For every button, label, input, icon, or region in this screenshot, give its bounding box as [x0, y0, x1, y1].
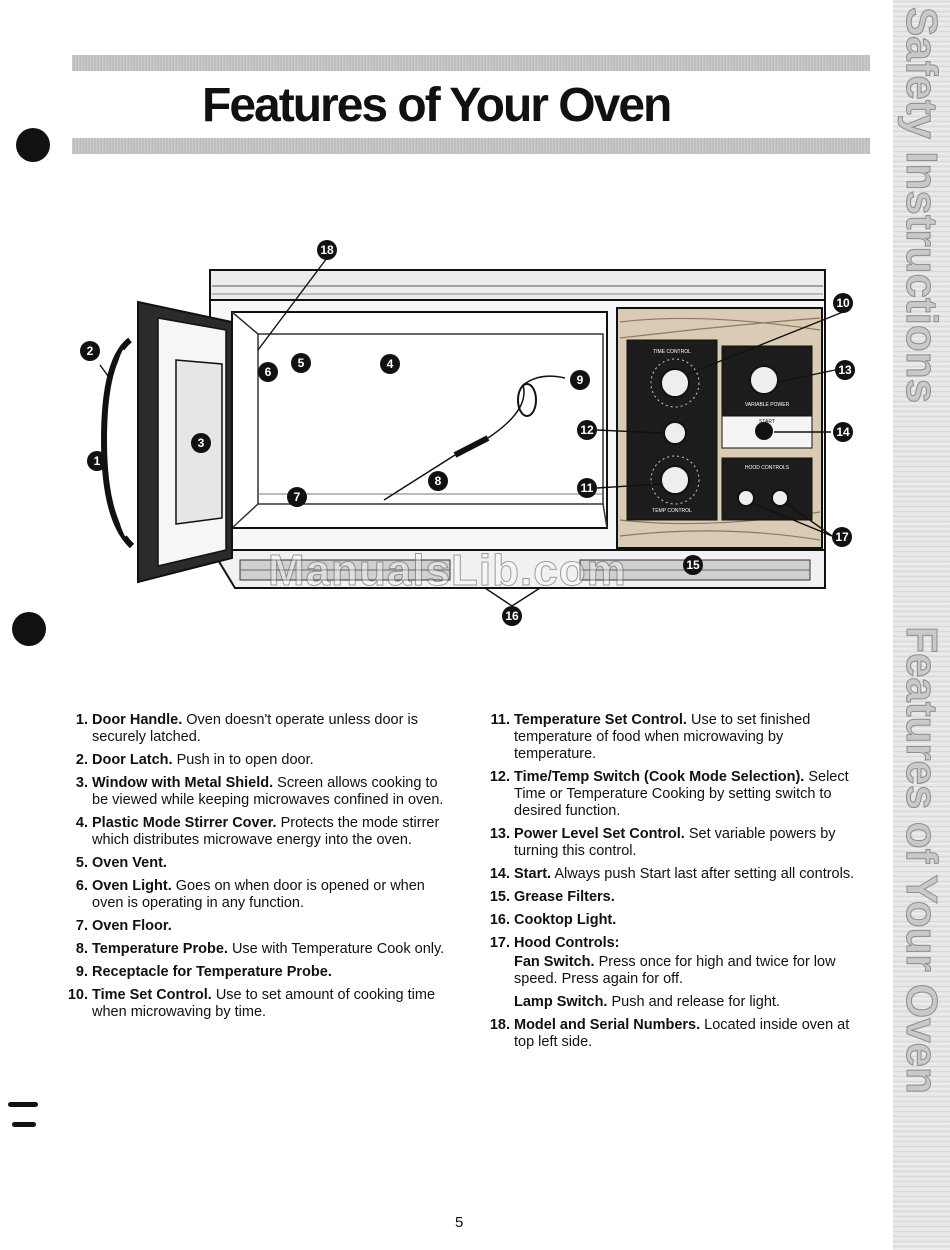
feature-item: 13.Power Level Set Control. Set variable… — [480, 826, 860, 860]
feature-item: 10.Time Set Control. Use to set amount o… — [58, 987, 448, 1021]
variable-power-label: VARIABLE POWER — [745, 402, 790, 408]
feature-list-left: 1.Door Handle. Oven doesn't operate unle… — [58, 712, 448, 1027]
feature-item: 3.Window with Metal Shield. Screen allow… — [58, 775, 448, 809]
temp-control-label: TEMP CONTROL — [652, 508, 692, 514]
feature-item: 14.Start. Always push Start last after s… — [480, 866, 860, 883]
watermark: ManualsLib.com — [268, 546, 627, 596]
feature-item: 7.Oven Floor. — [58, 918, 448, 935]
callout-12: 12 — [577, 420, 597, 440]
callout-1: 1 — [87, 451, 107, 471]
lamp-switch-desc: Lamp Switch. Push and release for light. — [514, 994, 860, 1011]
feature-item: 17.Hood Controls: Fan Switch. Press once… — [480, 935, 860, 1011]
fan-switch — [738, 490, 754, 506]
callout-16: 16 — [502, 606, 522, 626]
binder-mark — [12, 1122, 36, 1127]
feature-item: 8.Temperature Probe. Use with Temperatur… — [58, 941, 448, 958]
callout-3: 3 — [191, 433, 211, 453]
lamp-switch — [772, 490, 788, 506]
start-label: START — [759, 419, 775, 425]
callout-9: 9 — [570, 370, 590, 390]
callout-14: 14 — [833, 422, 853, 442]
feature-item: 6.Oven Light. Goes on when door is opene… — [58, 878, 448, 912]
callout-11: 11 — [577, 478, 597, 498]
callout-6: 6 — [258, 362, 278, 382]
time-control-knob — [661, 369, 689, 397]
callout-5: 5 — [291, 353, 311, 373]
power-level-knob — [750, 366, 778, 394]
callout-4: 4 — [380, 354, 400, 374]
time-temp-switch — [664, 422, 686, 444]
page-number: 5 — [455, 1214, 463, 1231]
fan-switch-desc: Fan Switch. Press once for high and twic… — [514, 954, 860, 988]
feature-item: 1.Door Handle. Oven doesn't operate unle… — [58, 712, 448, 746]
feature-item: 12.Time/Temp Switch (Cook Mode Selection… — [480, 769, 860, 820]
hood-controls-label: HOOD CONTROLS — [745, 465, 790, 471]
callout-8: 8 — [428, 471, 448, 491]
feature-item: 4.Plastic Mode Stirrer Cover. Protects t… — [58, 815, 448, 849]
callout-2: 2 — [80, 341, 100, 361]
callout-13: 13 — [835, 360, 855, 380]
feature-item: 15.Grease Filters. — [480, 889, 860, 906]
feature-item: 9.Receptacle for Temperature Probe. — [58, 964, 448, 981]
time-control-label: TIME CONTROL — [653, 349, 691, 355]
feature-item: 2.Door Latch. Push in to open door. — [58, 752, 448, 769]
feature-item: 5.Oven Vent. — [58, 855, 448, 872]
side-tab-features: Features of Your Oven — [896, 626, 946, 1094]
feature-item: 18.Model and Serial Numbers. Located ins… — [480, 1017, 860, 1051]
oven-diagram: TIME CONTROL VARIABLE POWER START TEMP C… — [0, 0, 890, 640]
callout-17: 17 — [832, 527, 852, 547]
side-tab-safety-instructions: Safety Instructions — [896, 7, 946, 403]
feature-item: 11.Temperature Set Control. Use to set f… — [480, 712, 860, 763]
top-vent — [210, 270, 825, 302]
callout-10: 10 — [833, 293, 853, 313]
callout-18: 18 — [317, 240, 337, 260]
callout-7: 7 — [287, 487, 307, 507]
temp-control-knob — [661, 466, 689, 494]
feature-list-right: 11.Temperature Set Control. Use to set f… — [480, 712, 860, 1057]
callout-15: 15 — [683, 555, 703, 575]
feature-item: 16.Cooktop Light. — [480, 912, 860, 929]
oven-door — [104, 302, 232, 582]
binder-mark — [8, 1102, 38, 1107]
control-panel: TIME CONTROL VARIABLE POWER START TEMP C… — [617, 308, 822, 548]
